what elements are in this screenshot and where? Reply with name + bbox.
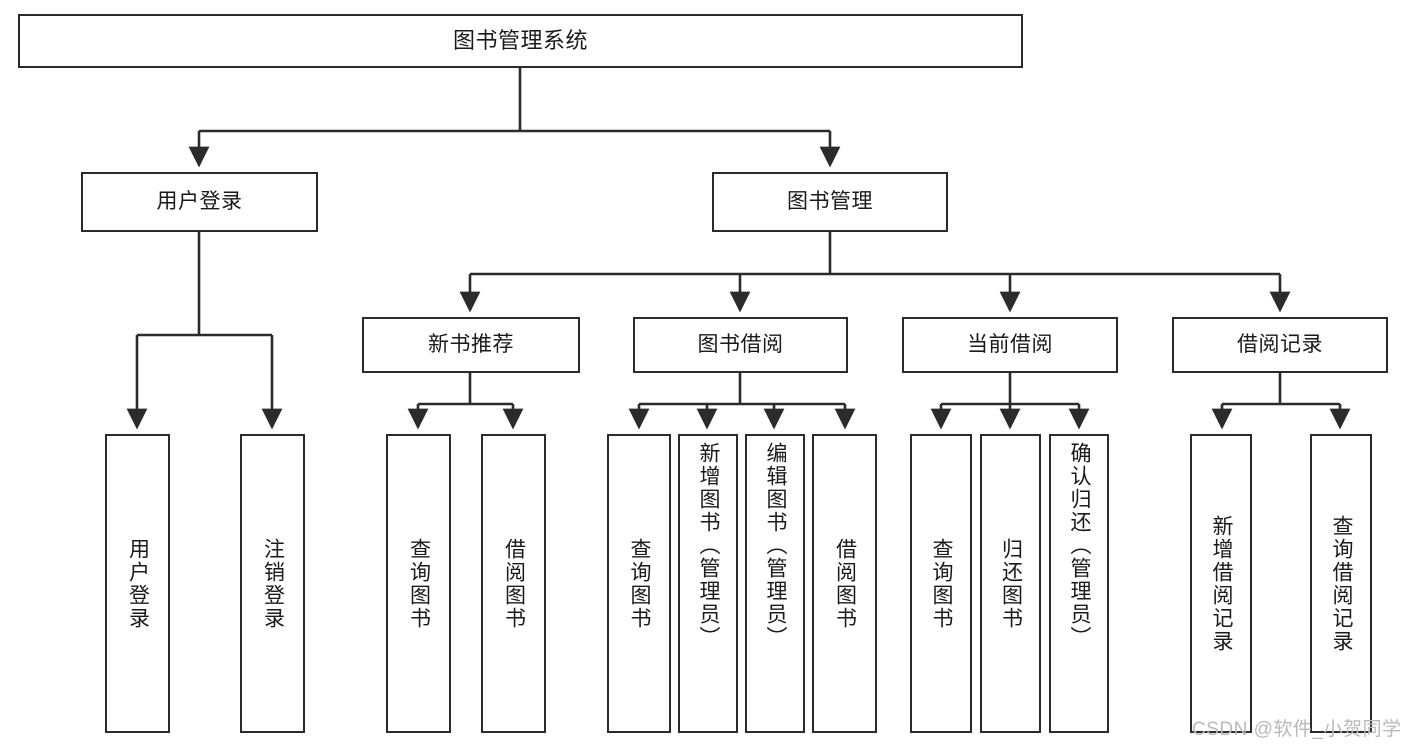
node-leaf-query-record-label: 查询借阅记录 xyxy=(1330,514,1354,653)
node-leaf-add-record[interactable]: 新增借阅记录 xyxy=(1190,434,1252,733)
node-new-book-rec-label: 新书推荐 xyxy=(428,332,514,356)
node-book-manage[interactable]: 图书管理 xyxy=(712,172,948,232)
node-leaf-user-login-label: 用户登录 xyxy=(126,537,150,630)
node-leaf-edit-book-label: 编辑图书（管理员） xyxy=(764,442,788,649)
node-leaf-add-book[interactable]: 新增图书（管理员） xyxy=(678,434,738,733)
node-leaf-logout-label: 注销登录 xyxy=(261,537,285,630)
node-leaf-query-book-3-label: 查询图书 xyxy=(930,537,954,630)
node-borrow-record[interactable]: 借阅记录 xyxy=(1172,317,1388,373)
node-leaf-query-book-1-label: 查询图书 xyxy=(407,537,431,630)
node-leaf-user-login[interactable]: 用户登录 xyxy=(105,434,170,733)
node-user-login[interactable]: 用户登录 xyxy=(81,172,318,232)
node-leaf-borrow-book-2-label: 借阅图书 xyxy=(833,537,857,630)
node-current-borrow-label: 当前借阅 xyxy=(967,332,1053,356)
node-leaf-query-record[interactable]: 查询借阅记录 xyxy=(1310,434,1372,733)
node-leaf-add-record-label: 新增借阅记录 xyxy=(1210,514,1234,653)
node-book-borrow[interactable]: 图书借阅 xyxy=(633,317,848,373)
node-leaf-confirm-return[interactable]: 确认归还（管理员） xyxy=(1049,434,1109,733)
watermark: CSDN @软件_小贺同学 xyxy=(1192,719,1402,740)
node-root[interactable]: 图书管理系统 xyxy=(18,14,1023,68)
node-leaf-borrow-book-1[interactable]: 借阅图书 xyxy=(481,434,546,733)
node-book-borrow-label: 图书借阅 xyxy=(697,332,784,356)
node-leaf-return-book[interactable]: 归还图书 xyxy=(980,434,1041,733)
node-leaf-query-book-2-label: 查询图书 xyxy=(628,537,652,630)
node-root-label: 图书管理系统 xyxy=(452,28,588,54)
node-leaf-query-book-2[interactable]: 查询图书 xyxy=(607,434,671,733)
node-book-manage-label: 图书管理 xyxy=(787,189,873,213)
node-leaf-borrow-book-2[interactable]: 借阅图书 xyxy=(812,434,877,733)
node-leaf-query-book-3[interactable]: 查询图书 xyxy=(910,434,972,733)
node-leaf-query-book-1[interactable]: 查询图书 xyxy=(386,434,451,733)
node-user-login-label: 用户登录 xyxy=(156,189,243,213)
node-leaf-edit-book[interactable]: 编辑图书（管理员） xyxy=(745,434,805,733)
node-new-book-rec[interactable]: 新书推荐 xyxy=(362,317,580,373)
node-borrow-record-label: 借阅记录 xyxy=(1237,332,1323,356)
node-leaf-confirm-return-label: 确认归还（管理员） xyxy=(1068,442,1092,649)
node-leaf-borrow-book-1-label: 借阅图书 xyxy=(502,537,526,630)
node-leaf-return-book-label: 归还图书 xyxy=(999,537,1023,630)
node-leaf-add-book-label: 新增图书（管理员） xyxy=(697,442,721,649)
node-leaf-logout[interactable]: 注销登录 xyxy=(240,434,305,733)
node-current-borrow[interactable]: 当前借阅 xyxy=(902,317,1118,373)
